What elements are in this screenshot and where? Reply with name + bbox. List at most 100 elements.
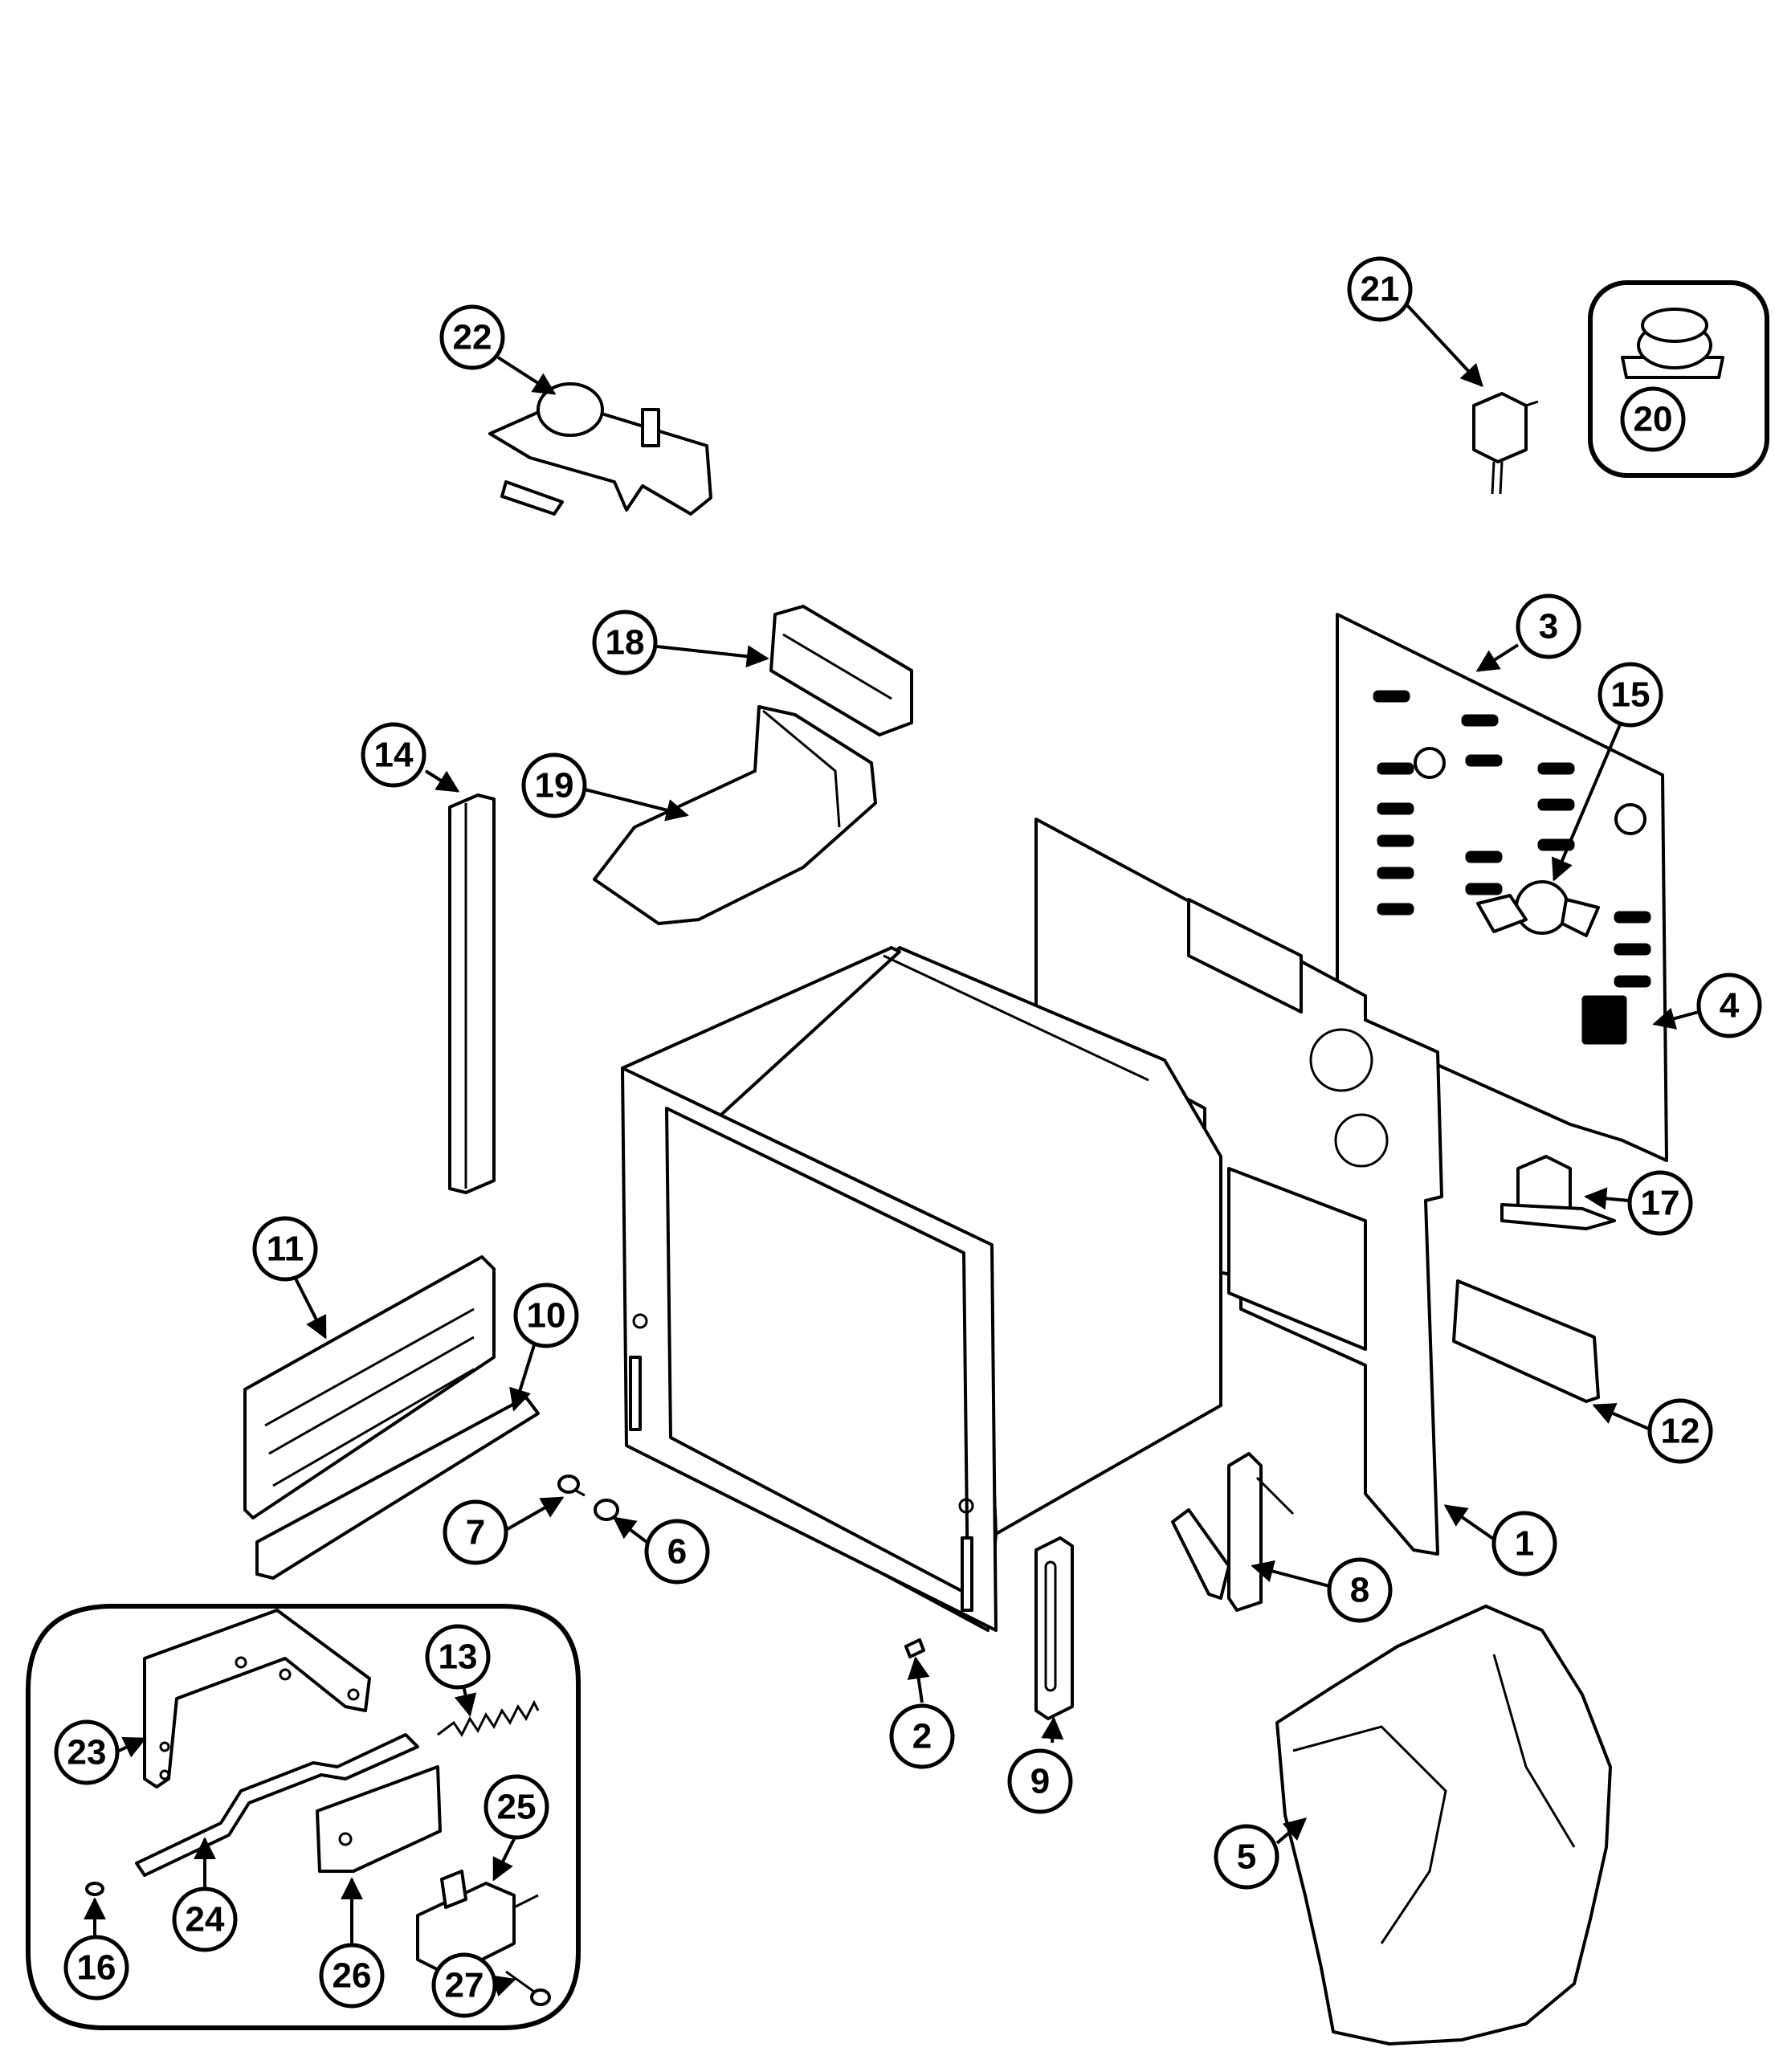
- callout-19: 19: [521, 753, 587, 818]
- leader-15: [1551, 722, 1622, 882]
- inset-frame-23-27: [26, 1604, 581, 2030]
- callout-22: 22: [439, 304, 505, 370]
- callout-8: 8: [1327, 1557, 1393, 1623]
- callout-label-27: 27: [445, 1966, 484, 2005]
- leader-3: [1475, 643, 1520, 672]
- callout-10: 10: [513, 1283, 579, 1348]
- part-1-side-panel: [1034, 818, 1443, 1556]
- callout-label-19: 19: [535, 766, 574, 806]
- callout-21: 21: [1347, 256, 1413, 322]
- callout-1: 1: [1491, 1511, 1557, 1576]
- leader-25: [492, 1838, 516, 1882]
- part-18-vent-duct: [769, 605, 913, 736]
- callout-26: 26: [319, 1943, 385, 2009]
- callout-23: 23: [54, 1719, 120, 1785]
- leader-14: [424, 769, 460, 793]
- callout-label-5: 5: [1237, 1837, 1256, 1877]
- callout-25: 25: [484, 1774, 549, 1840]
- leader-11: [294, 1278, 327, 1340]
- leader-4: [1652, 1007, 1700, 1030]
- callout-label-24: 24: [186, 1900, 225, 1939]
- part-21-plug: [1472, 392, 1539, 495]
- leader-18: [656, 645, 769, 668]
- callout-label-8: 8: [1350, 1571, 1369, 1610]
- part-16-small-part: [85, 1882, 104, 1896]
- part-17-transformer: [1500, 1155, 1616, 1230]
- part-9-hinge-receiver: [1034, 1536, 1074, 1720]
- leader-17: [1584, 1187, 1630, 1210]
- callout-label-13: 13: [439, 1638, 478, 1677]
- callout-24: 24: [172, 1886, 238, 1952]
- part-19-duct: [593, 705, 877, 925]
- callout-5: 5: [1214, 1824, 1279, 1890]
- callout-label-20: 20: [1634, 400, 1673, 439]
- leader-9: [1041, 1716, 1064, 1744]
- callout-20: 20: [1620, 386, 1686, 452]
- part-11-bracket-plate: [243, 1255, 496, 1519]
- callout-label-9: 9: [1030, 1762, 1050, 1801]
- callout-label-17: 17: [1641, 1184, 1680, 1223]
- part-5-insulation: [1275, 1605, 1612, 2045]
- callout-label-12: 12: [1661, 1412, 1700, 1451]
- callout-label-21: 21: [1361, 270, 1400, 309]
- callout-label-3: 3: [1539, 607, 1558, 646]
- callout-15: 15: [1598, 662, 1663, 728]
- part-7-screw: [557, 1474, 586, 1497]
- callout-label-16: 16: [77, 1948, 116, 1988]
- callout-18: 18: [592, 610, 658, 675]
- callout-17: 17: [1627, 1170, 1693, 1236]
- leader-21: [1406, 304, 1483, 388]
- callout-label-4: 4: [1720, 986, 1740, 1026]
- callout-label-22: 22: [453, 318, 492, 357]
- leader-6: [612, 1516, 648, 1544]
- callout-6: 6: [644, 1519, 710, 1585]
- callout-11: 11: [252, 1216, 318, 1282]
- leader-8: [1251, 1560, 1330, 1588]
- inset-frame-20: [1588, 280, 1769, 478]
- callout-label-14: 14: [374, 736, 414, 775]
- leader-12: [1592, 1403, 1651, 1431]
- part-25-microswitch: [416, 1870, 539, 1977]
- callout-27: 27: [431, 1952, 497, 2018]
- leader-23: [118, 1737, 147, 1758]
- part-8-hinge: [1171, 1452, 1295, 1612]
- part-22-timer-bracket: [488, 382, 712, 516]
- callout-label-15: 15: [1611, 675, 1651, 715]
- part-14-vertical-strip: [448, 793, 496, 1194]
- callout-12: 12: [1647, 1398, 1713, 1464]
- part-26-plate: [316, 1765, 442, 1873]
- callout-label-10: 10: [527, 1296, 566, 1336]
- callout-label-26: 26: [333, 1956, 372, 1996]
- callout-label-11: 11: [267, 1230, 304, 1269]
- part-6-nut: [594, 1499, 619, 1521]
- callout-9: 9: [1007, 1748, 1073, 1814]
- callouts: 22 21 20 18 19 14 3 15 4 17 11 10 12 1 7…: [54, 256, 1762, 2018]
- callout-label-18: 18: [606, 623, 645, 663]
- part-10-angle-strip: [255, 1396, 540, 1580]
- leader-7: [505, 1496, 565, 1532]
- callout-label-2: 2: [912, 1717, 932, 1756]
- callout-13: 13: [425, 1624, 491, 1690]
- callout-4: 4: [1696, 973, 1762, 1038]
- part-27-screw: [505, 1970, 551, 2006]
- oven-cavity: [621, 946, 1222, 1632]
- leader-5: [1275, 1817, 1308, 1845]
- part-20-thermal-switch: [1621, 308, 1724, 379]
- part-12-rail: [1452, 1279, 1600, 1403]
- callout-16: 16: [63, 1935, 129, 2001]
- callout-2: 2: [889, 1703, 955, 1769]
- part-23-bracket: [143, 1609, 371, 1789]
- callout-3: 3: [1516, 593, 1581, 659]
- callout-label-23: 23: [67, 1733, 107, 1772]
- leader-10: [509, 1344, 536, 1412]
- callout-label-7: 7: [466, 1513, 485, 1552]
- leader-22: [496, 356, 557, 395]
- callout-label-25: 25: [497, 1788, 537, 1827]
- leader-1: [1443, 1504, 1497, 1542]
- leader-2: [907, 1656, 930, 1703]
- leader-19: [584, 788, 689, 822]
- part-2-screw: [904, 1638, 925, 1658]
- callout-label-1: 1: [1515, 1524, 1534, 1564]
- callout-label-6: 6: [667, 1532, 687, 1572]
